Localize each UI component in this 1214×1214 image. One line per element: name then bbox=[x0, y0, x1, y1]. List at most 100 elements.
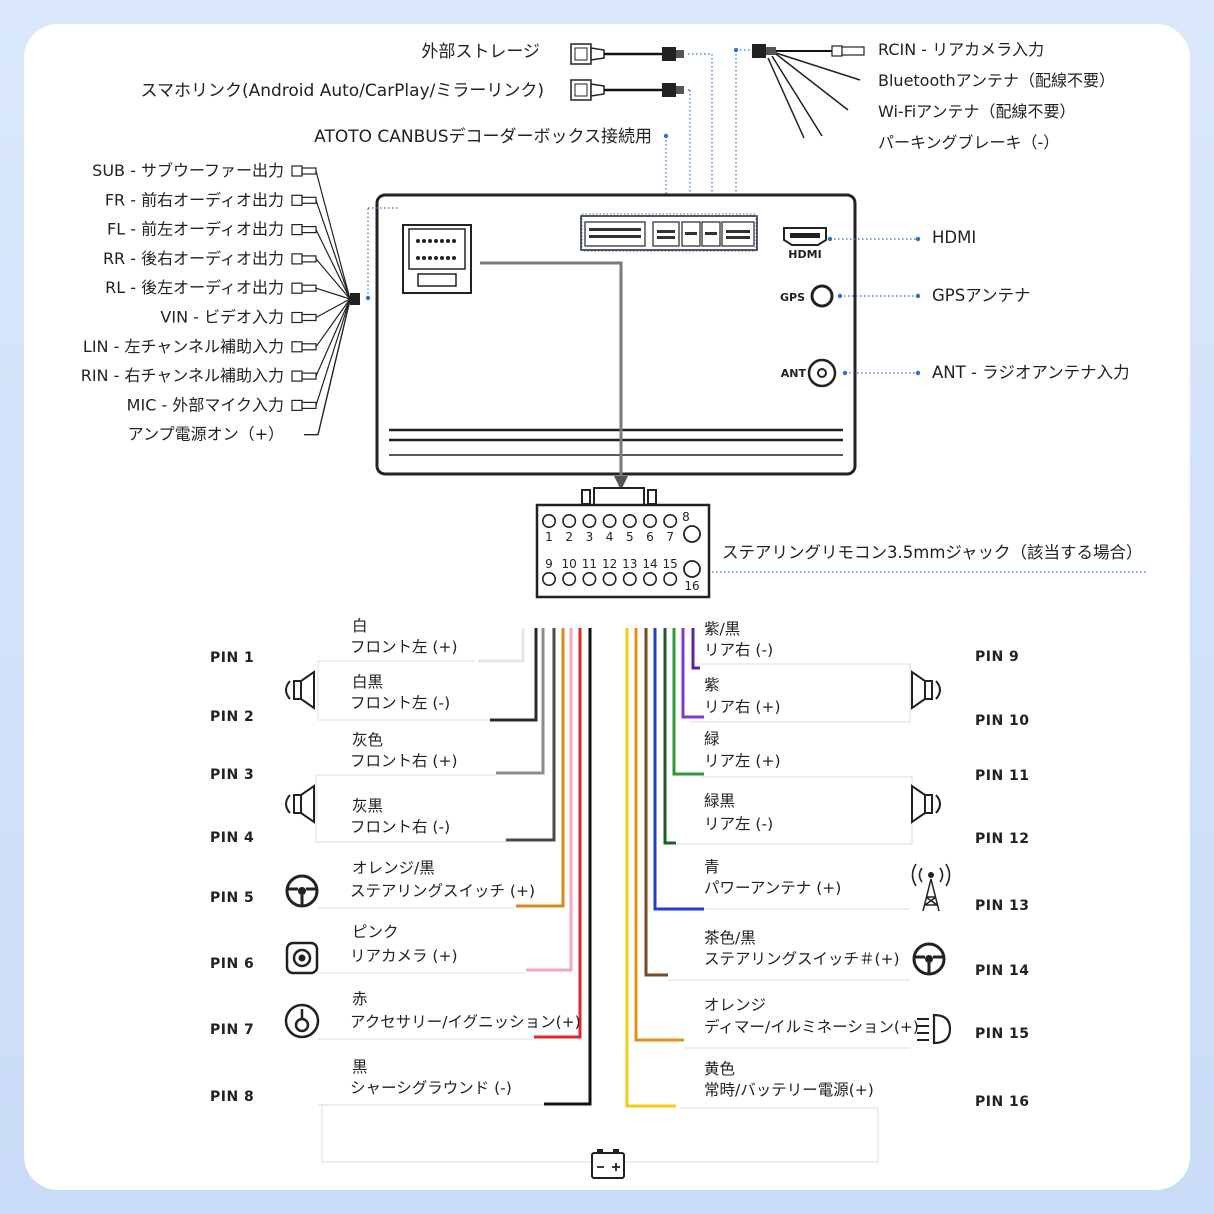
pin-number: 13 bbox=[622, 557, 637, 571]
pin-label: PIN 1 bbox=[210, 650, 254, 666]
camera-icon bbox=[285, 941, 319, 975]
wire-color-label: 緑 bbox=[704, 730, 720, 748]
label-canbus: ATOTO CANBUSデコーダーボックス接続用 bbox=[314, 126, 652, 147]
wire bbox=[544, 628, 592, 1106]
rca-bundle bbox=[291, 165, 351, 436]
wire-color-label: 青 bbox=[704, 858, 720, 876]
wire-function-label: シャーシグラウンド (-) bbox=[350, 1079, 512, 1097]
pin-number: 16 bbox=[684, 579, 699, 593]
wire-function-label: フロント左 (+) bbox=[350, 638, 458, 656]
wire bbox=[478, 628, 525, 663]
speaker-icon bbox=[285, 784, 315, 824]
wire-function-label: フロント右 (-) bbox=[350, 818, 450, 836]
head-unit-rear bbox=[375, 193, 857, 490]
wires-right bbox=[625, 628, 704, 1108]
rca-label: FR - 前右オーディオ出力 bbox=[105, 190, 284, 209]
wire-color-label: 黒 bbox=[352, 1058, 368, 1076]
pin-label: PIN 3 bbox=[210, 767, 254, 783]
rca-plug-icon bbox=[291, 298, 351, 324]
wire bbox=[516, 628, 565, 908]
wire-function-label: フロント右 (+) bbox=[350, 752, 458, 770]
wire bbox=[634, 628, 684, 1042]
speaker-icon bbox=[911, 670, 941, 710]
rca-label: アンプ電源オン（+） bbox=[128, 425, 284, 444]
wires-left bbox=[478, 628, 592, 1106]
rca-plug-icon bbox=[291, 298, 351, 353]
pin-number: 8 bbox=[682, 510, 690, 524]
wire bbox=[663, 628, 676, 845]
pin-label: PIN 9 bbox=[975, 649, 1019, 665]
rca-plug-icon bbox=[291, 194, 351, 300]
unit-label-hdmi: HDMI bbox=[788, 248, 821, 261]
wire-color-label: 黄色 bbox=[704, 1060, 735, 1078]
pin-socket bbox=[602, 513, 617, 528]
label-bluetooth: Bluetoothアンテナ（配線不要） bbox=[878, 71, 1115, 90]
pin-label: PIN 5 bbox=[210, 890, 254, 906]
pin-socket bbox=[562, 571, 577, 586]
pin-label: PIN 13 bbox=[975, 898, 1030, 914]
wire bbox=[681, 628, 704, 719]
rca-bundle-connector bbox=[350, 207, 400, 305]
pin-socket-large bbox=[683, 525, 701, 543]
amp-wire bbox=[304, 299, 351, 436]
pin-connector bbox=[535, 487, 711, 599]
pin-socket bbox=[582, 513, 597, 528]
pin-socket bbox=[642, 571, 657, 586]
ignition-key-icon bbox=[284, 1003, 320, 1039]
pin-label: PIN 4 bbox=[210, 830, 254, 846]
pin-label: PIN 2 bbox=[210, 709, 254, 725]
label-ant: ANT - ラジオアンテナ入力 bbox=[932, 363, 1130, 382]
rca-label: LIN - 左チャンネル補助入力 bbox=[83, 337, 284, 356]
label-hdmi: HDMI bbox=[932, 228, 976, 247]
pin-label: PIN 15 bbox=[975, 1026, 1030, 1042]
rca-plug-icon bbox=[291, 282, 351, 300]
wire-color-label: オレンジ/黒 bbox=[352, 859, 435, 877]
rca-label: RIN - 右チャンネル補助入力 bbox=[81, 366, 284, 385]
wire bbox=[496, 628, 545, 775]
pin-number: 9 bbox=[545, 557, 553, 571]
rca-plug-icon bbox=[291, 298, 351, 411]
pin-number: 12 bbox=[602, 557, 617, 571]
wire bbox=[506, 628, 556, 842]
label-wifi: Wi-Fiアンテナ（配線不要） bbox=[878, 102, 1076, 121]
pin-label: PIN 6 bbox=[210, 956, 254, 972]
label-rcin: RCIN - リアカメラ入力 bbox=[878, 40, 1044, 59]
wire bbox=[625, 628, 676, 1108]
pin-number: 11 bbox=[582, 557, 597, 571]
wire bbox=[644, 628, 668, 977]
wire-function-label: パワーアンテナ (+) bbox=[704, 879, 841, 897]
pin-number: 14 bbox=[642, 557, 657, 571]
wire-function-label: ステアリングスイッチ (+) bbox=[350, 882, 535, 900]
pin-label: PIN 12 bbox=[975, 831, 1030, 847]
wire bbox=[534, 628, 582, 1039]
pin-label: PIN 14 bbox=[975, 963, 1030, 979]
pin-label: PIN 16 bbox=[975, 1094, 1030, 1110]
usb-connector-smartphone bbox=[570, 79, 684, 101]
pin-socket bbox=[582, 571, 597, 586]
wire-color-label: 灰黒 bbox=[352, 797, 383, 815]
wire-color-label: 茶色/黒 bbox=[704, 929, 756, 947]
wire-function-label: フロント左 (-) bbox=[350, 694, 450, 712]
wire-function-label: リア右 (-) bbox=[704, 641, 773, 659]
speaker-icon bbox=[911, 784, 941, 824]
pin-number: 5 bbox=[626, 530, 634, 544]
rca-label: SUB - サブウーファー出力 bbox=[92, 161, 284, 180]
wire-function-label: リアカメラ (+) bbox=[350, 947, 458, 965]
pin-socket-large bbox=[683, 560, 701, 578]
wire-function-label: ステアリングスイッチ＃(+) bbox=[704, 950, 900, 968]
label-gps: GPSアンテナ bbox=[932, 286, 1031, 305]
unit-label-ant: ANT bbox=[781, 367, 807, 380]
wire-function-label: アクセサリー/イグニッション(+) bbox=[350, 1013, 581, 1031]
